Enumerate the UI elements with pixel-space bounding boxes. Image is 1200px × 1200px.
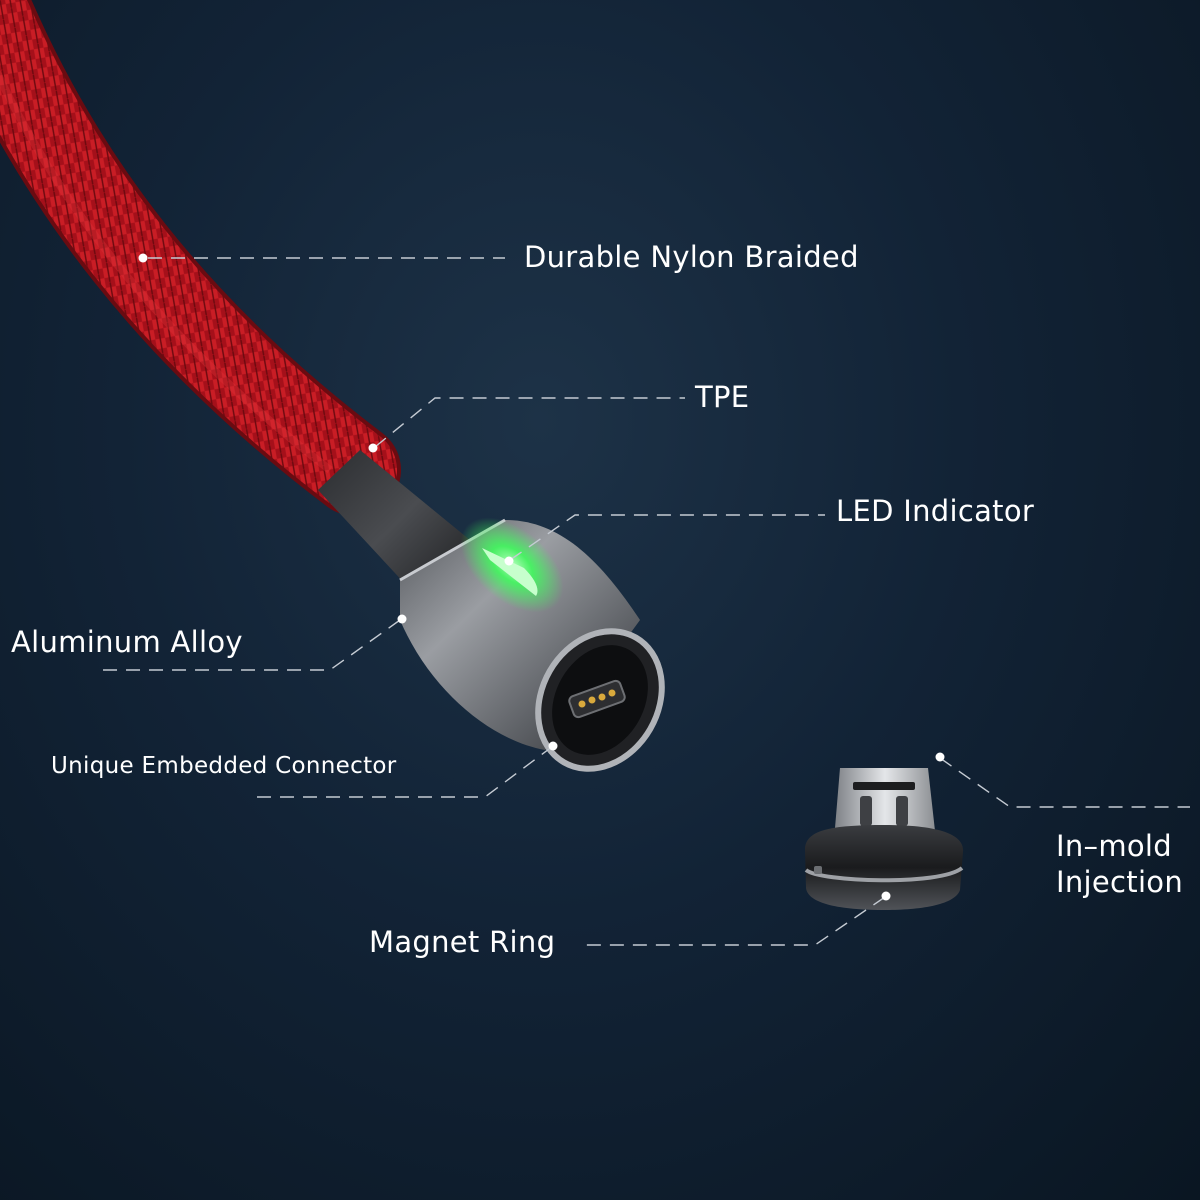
label-tpe: TPE [695, 380, 750, 414]
label-aluminum-alloy: Aluminum Alloy [11, 625, 243, 659]
label-durable-nylon: Durable Nylon Braided [524, 240, 859, 274]
aluminum-connector-head [399, 518, 665, 772]
label-magnet-ring: Magnet Ring [369, 925, 556, 959]
callout-lines [95, 257, 1190, 946]
micro-usb-tip [804, 768, 964, 910]
label-led-indicator: LED Indicator [836, 494, 1035, 528]
label-inmold-line2: Injection [1056, 865, 1184, 899]
callout-dots [138, 253, 945, 901]
label-inmold-injection: In–mold Injection [1056, 828, 1183, 900]
label-embedded-connector: Unique Embedded Connector [51, 753, 397, 779]
label-inmold-line1: In–mold [1056, 829, 1172, 863]
connector-pins [568, 679, 626, 719]
